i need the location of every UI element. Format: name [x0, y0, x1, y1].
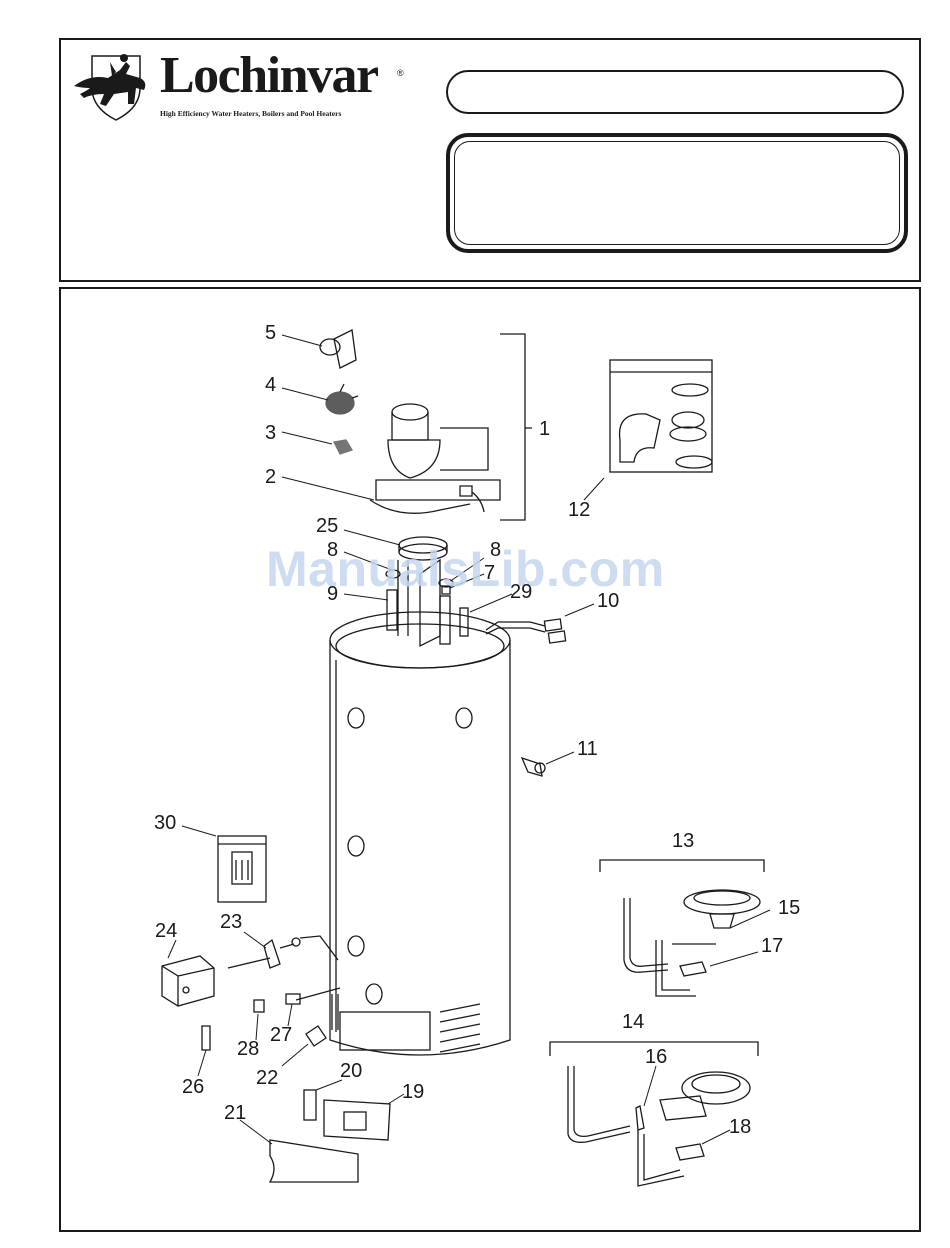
part-3-thermal-switch	[334, 440, 352, 454]
callout-7: 7	[484, 563, 495, 583]
fittings-22-27-28	[254, 988, 340, 1046]
callout-15: 15	[778, 898, 800, 918]
callout-21: 21	[224, 1103, 246, 1123]
callout-13: 13	[672, 831, 694, 851]
part-13-burner-assembly	[600, 860, 764, 996]
callout-17: 17	[761, 936, 783, 956]
callout-22: 22	[256, 1068, 278, 1088]
callout-4: 4	[265, 375, 276, 395]
part-5-elbow	[320, 330, 356, 368]
part-19-20-bracket	[304, 1090, 390, 1140]
callout-14: 14	[622, 1012, 644, 1032]
callout-19: 19	[402, 1082, 424, 1102]
callout-10: 10	[597, 591, 619, 611]
callout-28: 28	[237, 1039, 259, 1059]
callout-23: 23	[220, 912, 242, 932]
callout-3: 3	[265, 423, 276, 443]
part-23-thermostat	[264, 936, 338, 968]
callout-1: 1	[539, 419, 550, 439]
leader-lines	[168, 335, 770, 1144]
callout-27: 27	[270, 1025, 292, 1045]
callout-30: 30	[154, 813, 176, 833]
callout-25: 25	[316, 516, 338, 536]
callout-8-left: 8	[327, 540, 338, 560]
part-24-gas-valve	[162, 956, 270, 1006]
callout-16: 16	[645, 1047, 667, 1067]
water-heater-tank	[330, 612, 510, 1055]
callout-12: 12	[568, 500, 590, 520]
blower-assembly	[370, 404, 500, 513]
assembly-1-bracket	[500, 334, 532, 520]
callout-20: 20	[340, 1061, 362, 1081]
callout-29: 29	[510, 582, 532, 602]
part-26-clip	[202, 1026, 210, 1050]
callout-18: 18	[729, 1117, 751, 1137]
callout-26: 26	[182, 1077, 204, 1097]
callout-5: 5	[265, 323, 276, 343]
part-21-shield	[270, 1140, 358, 1182]
callout-8-right: 8	[490, 540, 501, 560]
callout-24: 24	[155, 921, 177, 941]
callout-2: 2	[265, 467, 276, 487]
part-30-kit-card	[218, 836, 266, 902]
callout-11: 11	[577, 739, 598, 759]
part-12-vent-kit	[610, 360, 712, 472]
part-4-pressure-switch	[326, 384, 358, 414]
callout-9: 9	[327, 584, 338, 604]
part-11-drain-valve	[522, 758, 545, 776]
